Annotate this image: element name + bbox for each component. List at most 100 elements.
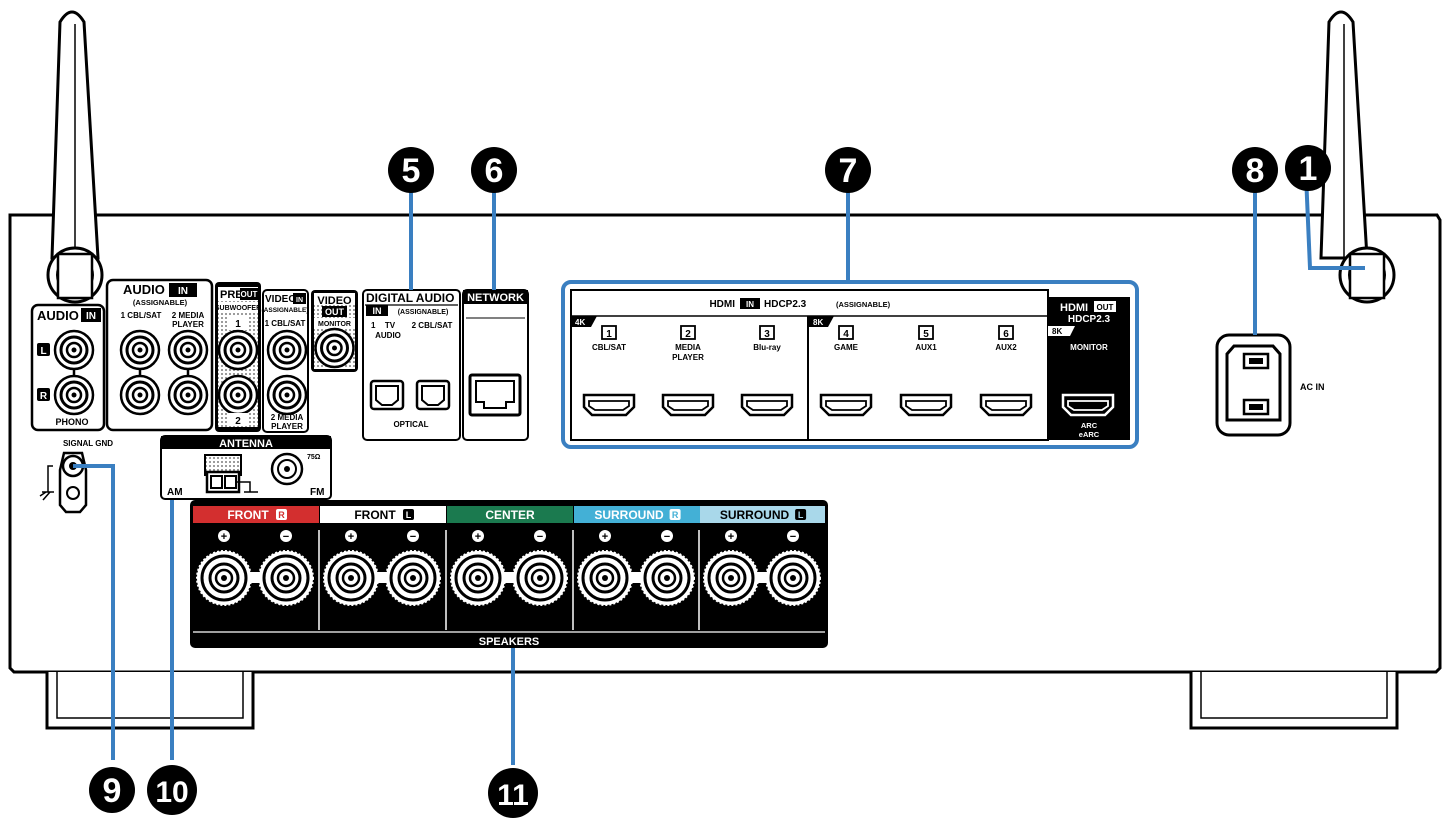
callout-10-circle	[147, 765, 197, 815]
callout-7-label: 7	[839, 152, 858, 190]
video-output-block: VIDEO OUT MONITOR	[311, 290, 358, 372]
antenna-right	[1319, 10, 1396, 304]
speaker-minus-sign: −	[283, 531, 289, 543]
callout-7-circle	[825, 147, 871, 193]
digital-audio-block: DIGITAL AUDIO IN (ASSIGNABLE) 1 TV AUDIO…	[362, 289, 461, 441]
hdmi-out-arc: ARC	[1081, 421, 1098, 430]
phono-r-jack[interactable]	[53, 374, 95, 416]
callout-9-label: 9	[103, 772, 122, 810]
speaker-channel-side: R	[278, 510, 285, 520]
video-out-title: VIDEO	[317, 295, 352, 307]
speaker-minus-terminal[interactable]	[638, 549, 696, 607]
hdmi-in-port-name: AUX1	[915, 343, 937, 352]
speaker-channel-name: FRONT	[227, 508, 269, 522]
callout-9-circle	[89, 767, 135, 813]
video-in1-jack[interactable]	[266, 329, 308, 371]
audio-in2-l-jack[interactable]	[167, 329, 209, 371]
lan-port[interactable]	[468, 373, 522, 417]
speaker-plus-terminal[interactable]	[322, 549, 380, 607]
audio-input-block: AUDIO IN (ASSIGNABLE) 1 CBL/SAT 2 MEDIA …	[105, 278, 214, 432]
hdmi-in-jack-1[interactable]	[582, 393, 636, 417]
speaker-minus-terminal[interactable]	[257, 549, 315, 607]
pre-out-2: 2	[235, 416, 241, 427]
phono-l-jack[interactable]	[53, 329, 95, 371]
hdmi-in-jack-3[interactable]	[740, 393, 794, 417]
hdmi-in-jack-5[interactable]	[899, 393, 953, 417]
speaker-plus-sign: +	[475, 531, 481, 543]
audio-in2-r-jack[interactable]	[167, 374, 209, 416]
callout-6-circle	[471, 147, 517, 193]
callout-6-label: 6	[485, 152, 504, 190]
speaker-minus-terminal[interactable]	[764, 549, 822, 607]
speaker-plus-sign: +	[348, 531, 354, 543]
speaker-plus-terminal[interactable]	[195, 549, 253, 607]
hdmi-in-port-name: GAME	[834, 343, 859, 352]
speaker-plus-sign: +	[221, 531, 227, 543]
audio-in1-l-jack[interactable]	[119, 329, 161, 371]
speaker-plus-terminal[interactable]	[702, 549, 760, 607]
hdmi-in-port-number: 5	[923, 329, 929, 340]
speaker-plus-terminal[interactable]	[576, 549, 634, 607]
video-in-title: VIDEO	[265, 294, 296, 305]
antenna-am: AM	[167, 487, 183, 498]
network-block: NETWORK	[462, 289, 529, 441]
speaker-minus-terminal[interactable]	[384, 549, 442, 607]
video-in2-jack[interactable]	[266, 374, 308, 416]
callout-11-label: 11	[497, 779, 529, 812]
hdmi-in-tag: IN	[746, 300, 754, 309]
speaker-plus-terminal[interactable]	[449, 549, 507, 607]
speaker-minus-sign: −	[790, 531, 796, 543]
hdmi-out-8k-tag: 8K	[1052, 327, 1062, 336]
optical-2-jack[interactable]	[415, 379, 451, 411]
video-input-block: VIDEO IN (ASSIGNABLE) 1 CBL/SAT 2 MEDIA …	[262, 289, 309, 433]
phono-input-block: AUDIO IN L R PHONO	[30, 303, 106, 432]
speaker-minus-terminal[interactable]	[511, 549, 569, 607]
hdmi-in-jack-6[interactable]	[979, 393, 1033, 417]
digital-ch1c: AUDIO	[375, 331, 401, 340]
hdmi-in-port-name: MEDIA	[675, 343, 701, 352]
video-in-ch2b: PLAYER	[271, 422, 303, 431]
phono-label: PHONO	[55, 417, 88, 427]
hdmi-out-jack[interactable]	[1061, 393, 1115, 417]
speaker-channel-side: L	[406, 510, 412, 520]
subwoofer-1-jack[interactable]	[217, 329, 259, 371]
hdmi-in-hdcp: HDCP2.3	[764, 299, 807, 310]
hdmi-8k-tag: 8K	[813, 318, 823, 327]
subwoofer-2-jack[interactable]	[217, 374, 259, 416]
speaker-minus-sign: −	[537, 531, 543, 543]
callout-5-circle	[388, 147, 434, 193]
video-monitor-jack[interactable]	[314, 327, 355, 369]
hdmi-in-jack-2[interactable]	[661, 393, 715, 417]
video-out-sub: MONITOR	[318, 321, 351, 328]
video-out-tag: OUT	[325, 307, 345, 317]
pre-out-block: PRE OUT SUBWOOFER 1 2	[215, 282, 261, 432]
hdmi-out-tag: OUT	[1097, 303, 1114, 312]
hdmi-out-earc: eARC	[1079, 430, 1100, 439]
phono-r-label: R	[40, 391, 48, 402]
phono-tag: IN	[86, 311, 96, 322]
hdmi-in-port-number: 3	[764, 329, 770, 340]
hdmi-in-jack-4[interactable]	[819, 393, 873, 417]
callout-8-circle	[1232, 147, 1278, 193]
optical-1-jack[interactable]	[369, 379, 405, 411]
audio-in-ch2b: PLAYER	[172, 320, 204, 329]
callout-5-label: 5	[402, 152, 421, 190]
optical-label: OPTICAL	[393, 420, 428, 429]
phono-title: AUDIO	[37, 308, 79, 323]
antenna-left	[46, 10, 104, 304]
audio-in1-r-jack[interactable]	[119, 374, 161, 416]
hdmi-out-title: HDMI	[1060, 302, 1088, 314]
audio-in-tag: IN	[178, 286, 188, 297]
callout-1-label: 1	[1299, 150, 1318, 188]
audio-in-title: AUDIO	[123, 282, 165, 297]
speaker-channel-name: SURROUND	[720, 508, 790, 522]
antenna-title: ANTENNA	[219, 438, 273, 450]
digital-audio-tag: IN	[373, 306, 382, 316]
